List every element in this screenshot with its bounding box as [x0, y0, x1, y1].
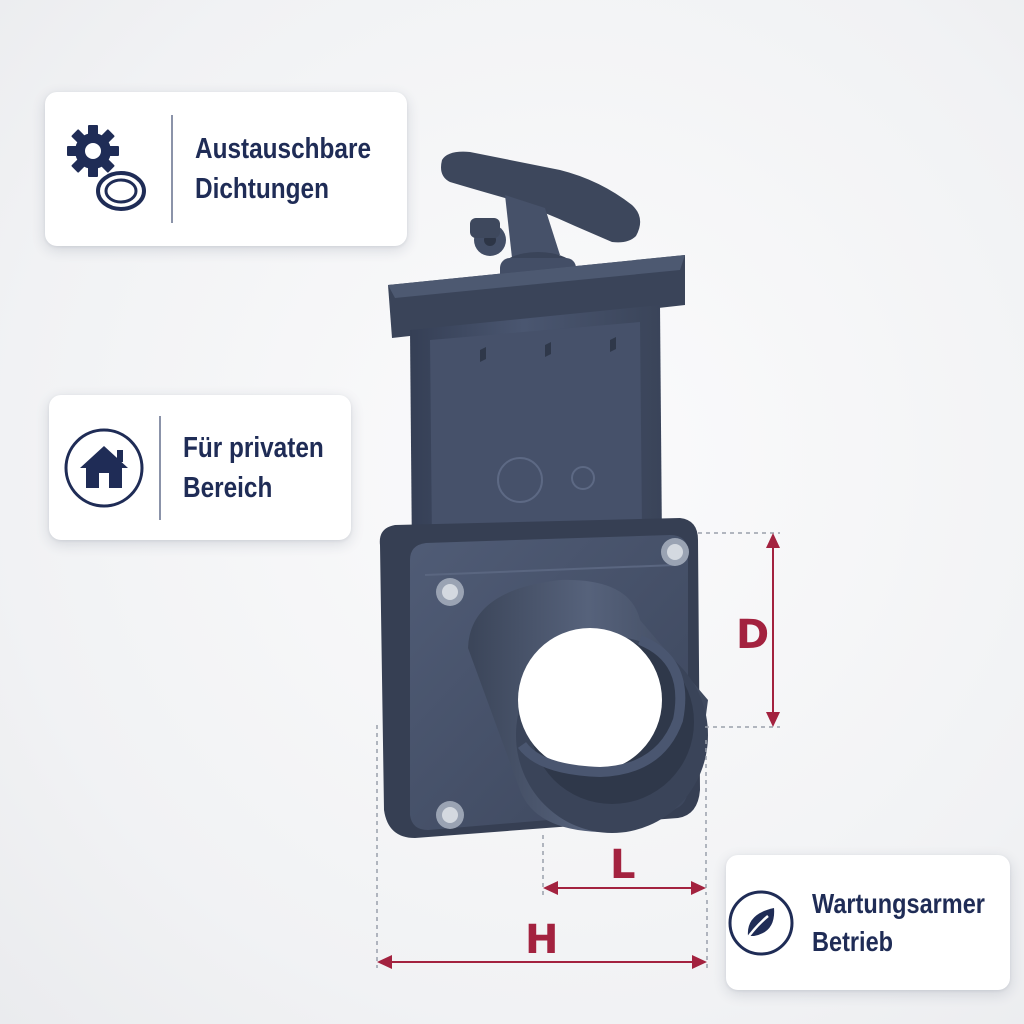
feature-private-line1: Für privaten [183, 431, 325, 464]
valve-gate-housing [410, 305, 662, 560]
feature-maintenance-line1: Wartungsarmer [812, 887, 985, 919]
feature-card-replaceable-seals: Austauschbare Dichtungen [45, 92, 407, 246]
feature-card-private-use: Für privaten Bereich [49, 395, 351, 540]
dimension-l-label: L [610, 842, 636, 888]
dimension-h-label: H [525, 917, 559, 963]
card-divider [159, 415, 162, 520]
bolt-top-right [661, 538, 689, 566]
bolt-bottom-left [436, 801, 464, 829]
valve-pipe-socket [468, 579, 708, 833]
feature-private-line2: Bereich [183, 471, 273, 504]
bolt-top-left [436, 578, 464, 606]
valve-top-bar [388, 255, 685, 338]
dimension-h-lines [376, 725, 708, 969]
dimension-d-lines [698, 532, 780, 728]
feature-seals-line1: Austauschbare [195, 133, 371, 165]
card-divider [171, 115, 173, 223]
leaf-icon [726, 855, 796, 990]
feature-label-maintenance: Wartungsarmer Betrieb [812, 885, 985, 961]
feature-maintenance-line2: Betrieb [812, 925, 894, 957]
dimension-l-lines [542, 740, 707, 895]
dimension-d-label: D [736, 612, 770, 658]
house-icon [49, 395, 159, 540]
gear-and-seal-ring-icon [45, 92, 171, 246]
feature-seals-line2: Dichtungen [195, 173, 329, 205]
feature-card-low-maintenance: Wartungsarmer Betrieb [726, 855, 1010, 990]
feature-label-private: Für privaten Bereich [183, 428, 324, 508]
feature-label-seals: Austauschbare Dichtungen [195, 129, 371, 209]
